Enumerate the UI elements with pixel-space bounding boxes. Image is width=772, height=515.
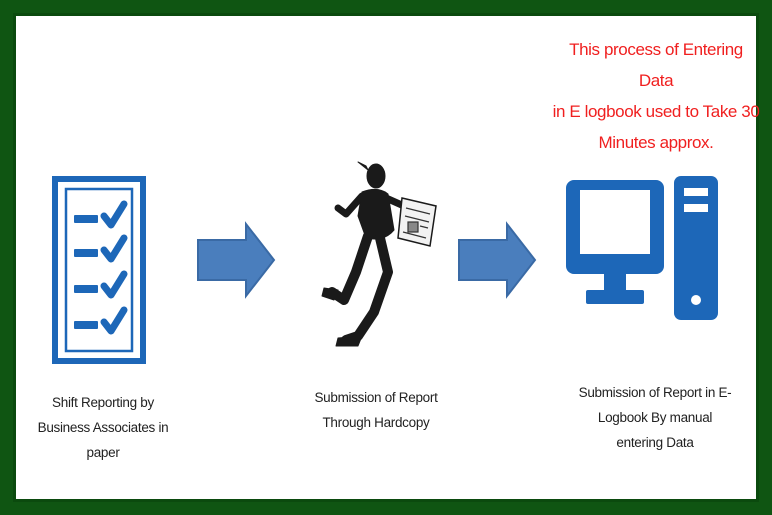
time-note-line-2: in E logbook used to Take 30: [552, 102, 760, 121]
step-1-caption: Shift Reporting by Business Associates i…: [28, 390, 178, 465]
checklist-icon: [52, 176, 146, 364]
step-2-caption-line-2: Through Hardcopy: [322, 415, 430, 430]
step-3-caption-line-1: Submission of Report in E-: [578, 385, 732, 400]
step-1-caption-line-2: Business Associates in: [37, 420, 169, 435]
time-note-line-3: Minutes approx.: [598, 133, 714, 152]
step-3-caption-line-2: Logbook By manual: [597, 410, 713, 425]
flow-arrow-1: [197, 221, 276, 299]
step-3-caption-line-3: entering Data: [616, 435, 694, 450]
step-1-caption-line-1: Shift Reporting by: [52, 395, 154, 410]
step-3-caption: Submission of Report in E- Logbook By ma…: [570, 380, 740, 455]
time-note-line-1: This process of Entering Data: [569, 40, 743, 90]
time-note: This process of Entering Data in E logbo…: [552, 34, 760, 158]
step-1-caption-line-3: paper: [86, 445, 120, 460]
flow-arrow-2: [458, 221, 537, 299]
step-2-caption-line-1: Submission of Report: [314, 390, 438, 405]
step-2-caption: Submission of Report Through Hardcopy: [296, 385, 456, 435]
running-man-icon: [321, 161, 437, 347]
desktop-computer-icon: [566, 176, 718, 320]
